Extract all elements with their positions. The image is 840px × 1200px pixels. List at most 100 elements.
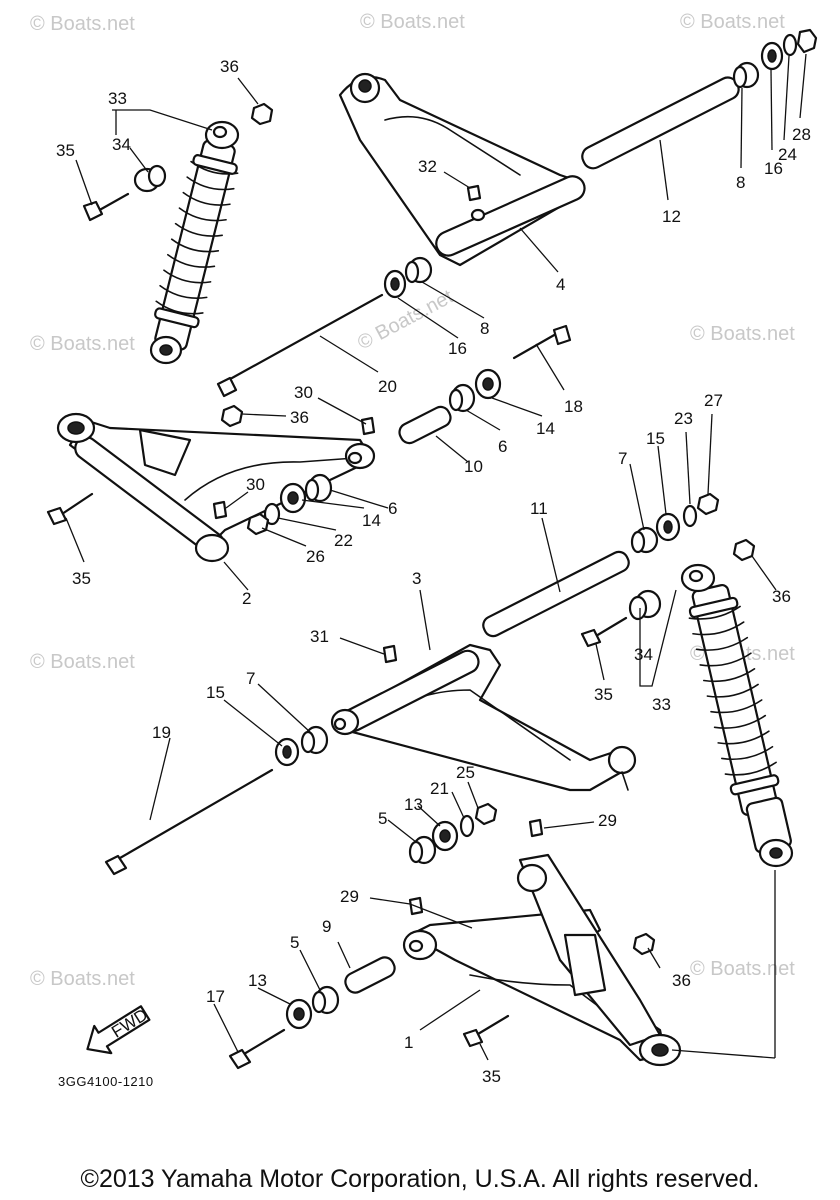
diagram-code: 3GG4100-1210	[58, 1074, 154, 1089]
watermark: © Boats.net	[30, 13, 135, 35]
bushing-8-upper	[732, 61, 760, 89]
callout: 36	[772, 587, 791, 606]
washer-24	[782, 33, 798, 57]
callout: 35	[594, 685, 613, 704]
callout: 16	[764, 159, 783, 178]
callout: 4	[556, 275, 565, 294]
callout: 25	[456, 763, 475, 782]
callout: 7	[246, 669, 255, 688]
bushing-5-upper	[408, 835, 437, 865]
seal-13-lower	[285, 998, 313, 1030]
seal-15-lower	[274, 737, 300, 767]
bolt-19	[104, 768, 274, 876]
callout: 16	[448, 339, 467, 358]
callout: 36	[290, 408, 309, 427]
seal-14-lower	[279, 482, 307, 514]
watermark: © Boats.net	[30, 333, 135, 355]
nut-36-middle	[220, 404, 244, 428]
callout: 17	[206, 987, 225, 1006]
callout: 3	[412, 569, 421, 588]
shock-absorber-lower	[680, 563, 794, 868]
callout: 6	[388, 499, 397, 518]
callout: 22	[334, 531, 353, 550]
seal-16-middle	[383, 269, 407, 299]
callout: 21	[430, 779, 449, 798]
collar-34-lower	[628, 589, 662, 621]
bolt-20	[216, 293, 384, 398]
callout: 32	[418, 157, 437, 176]
callout: 29	[598, 811, 617, 830]
lower-front-arm	[402, 853, 682, 1067]
bushing-7-lower	[300, 725, 329, 755]
callout: 34	[112, 135, 131, 154]
watermark: © Boats.net	[354, 286, 457, 355]
seal-13-upper	[431, 820, 459, 852]
callout: 30	[246, 475, 265, 494]
lower-rear-arm	[56, 412, 376, 563]
nut-36-right	[732, 538, 756, 562]
watermark: © Boats.net	[30, 651, 135, 673]
callout: 18	[564, 397, 583, 416]
leader-lines	[65, 53, 807, 1061]
nut-28	[796, 28, 818, 54]
callout: 30	[294, 383, 313, 402]
grease-nipple-31	[382, 644, 398, 664]
bolt-35-lower	[462, 1014, 510, 1048]
grease-nipple-30-lower	[212, 500, 228, 520]
tube-11	[482, 550, 630, 638]
shock-absorber-upper	[149, 120, 240, 365]
upper-front-arm	[330, 643, 637, 792]
callout: 7	[618, 449, 627, 468]
grease-nipple-29-upper	[528, 818, 544, 838]
callout: 20	[378, 377, 397, 396]
callout: 11	[530, 499, 548, 518]
upper-rear-arm	[338, 72, 586, 267]
bushing-7-upper	[630, 526, 659, 554]
watermark: © Boats.net	[690, 323, 795, 345]
nut-27	[696, 492, 720, 516]
watermark: © Boats.net	[360, 11, 465, 33]
bushing-6-upper	[448, 383, 476, 413]
callout: 19	[152, 723, 171, 742]
collar-34-upper	[133, 164, 167, 193]
seal-14-upper	[474, 368, 502, 400]
callout: 12	[662, 207, 681, 226]
callout: 34	[634, 645, 653, 664]
callout: 14	[536, 419, 555, 438]
callout: 27	[704, 391, 723, 410]
callout: 9	[322, 917, 331, 936]
callout: 33	[108, 89, 127, 108]
callout: 36	[220, 57, 239, 76]
nut-36-lower	[632, 932, 656, 956]
copyright-notice: ©2013 Yamaha Motor Corporation, U.S.A. A…	[80, 1165, 760, 1193]
collar-10	[398, 405, 452, 445]
tube-12	[581, 76, 740, 170]
bushing-8-middle	[404, 256, 433, 284]
callout: 35	[482, 1067, 501, 1086]
bolt-35-middle	[46, 492, 94, 526]
callout: 14	[362, 511, 381, 530]
callout: 2	[242, 589, 251, 608]
grease-nipple-30-upper	[360, 416, 376, 436]
callout: 10	[464, 457, 483, 476]
callout: 1	[404, 1033, 413, 1052]
callout: 26	[306, 547, 325, 566]
front-suspension-diagram: © Boats.net © Boats.net © Boats.net © Bo…	[30, 11, 818, 1089]
callout: 33	[652, 695, 671, 714]
seal-16-upper	[760, 41, 784, 71]
seal-15-upper	[655, 512, 681, 542]
callout: 13	[404, 795, 423, 814]
callout: 15	[206, 683, 225, 702]
bolt-35-upper	[82, 192, 130, 222]
callout: 15	[646, 429, 665, 448]
callout: 35	[72, 569, 91, 588]
callout: 5	[290, 933, 299, 952]
bolt-17	[228, 1028, 286, 1070]
nut-25	[474, 802, 498, 826]
grease-nipple-32	[466, 184, 482, 202]
callout: 35	[56, 141, 75, 160]
callout: 28	[792, 125, 811, 144]
callout: 6	[498, 437, 507, 456]
callout: 36	[672, 971, 691, 990]
nut-36-upper	[250, 102, 274, 126]
